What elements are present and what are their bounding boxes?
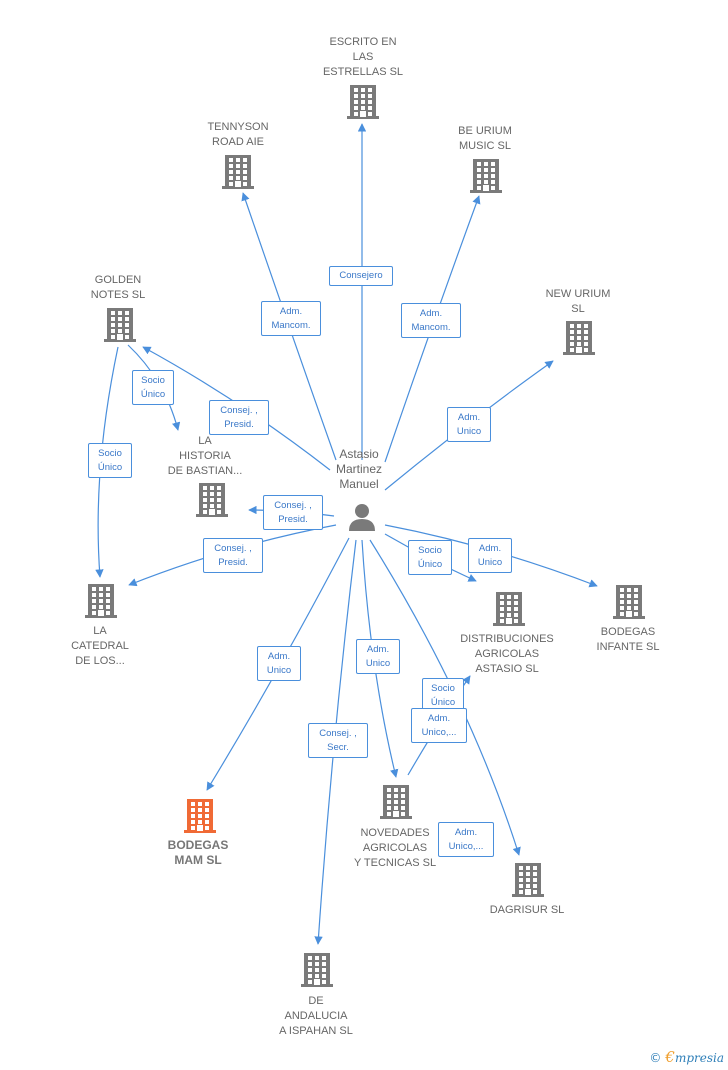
edges-layer: [95, 123, 598, 945]
building-icon-golden[interactable]: [104, 308, 136, 342]
edge-label-beurium[interactable]: Adm. Mancom.: [401, 303, 461, 338]
node-label-beurium[interactable]: BE URIUM MUSIC SL: [458, 125, 512, 152]
edge-label-bodegasinfante[interactable]: Adm. Unico: [468, 538, 512, 573]
building-icon-novedades[interactable]: [380, 785, 412, 819]
node-label-dagrisur[interactable]: DAGRISUR SL: [489, 904, 565, 916]
empresia-logo-text: mpresia: [674, 1051, 724, 1065]
node-label-andalucia[interactable]: DE ANDALUCIA A ISPAHAN SL: [279, 995, 353, 1037]
edge-label-dagrisur[interactable]: Adm. Unico,...: [438, 822, 494, 857]
edge-label-andalucia[interactable]: Consej. , Secr.: [308, 723, 368, 758]
building-icon-distribuciones[interactable]: [493, 592, 525, 626]
node-label-escrito[interactable]: ESCRITO EN LAS ESTRELLAS SL: [322, 36, 404, 78]
node-label-bodegasinfante[interactable]: BODEGAS INFANTE SL: [596, 626, 660, 653]
edge-label-golden[interactable]: Consej. , Presid.: [209, 400, 269, 435]
node-label-catedral[interactable]: LA CATEDRAL DE LOS...: [71, 625, 129, 667]
node-label-bodegasmam[interactable]: BODEGAS MAM SL: [167, 838, 229, 867]
building-icon-bodegasmam[interactable]: [184, 799, 216, 833]
node-label-novedades[interactable]: NOVEDADES AGRICOLAS Y TECNICAS SL: [353, 827, 437, 869]
icons-layer: [85, 85, 645, 987]
edge-label-golden-catedral[interactable]: Socio Único: [88, 443, 132, 478]
edge-label-escrito[interactable]: Consejero: [329, 266, 393, 286]
footer-brand: ©€mpresia: [649, 1048, 724, 1066]
edge-label-novedades-distrib-socio[interactable]: Socio Único: [422, 678, 464, 713]
building-icon-dagrisur[interactable]: [512, 863, 544, 897]
edge-label-newurium[interactable]: Adm. Unico: [447, 407, 491, 442]
building-icon-tennyson[interactable]: [222, 155, 254, 189]
node-label-newurium[interactable]: NEW URIUM SL: [545, 288, 611, 315]
center-person-label[interactable]: Astasio Martinez Manuel: [335, 447, 382, 491]
edge-label-golden-historia[interactable]: Socio Único: [132, 370, 174, 405]
building-icon-newurium[interactable]: [563, 321, 595, 355]
edge-label-historia[interactable]: Consej. , Presid.: [263, 495, 323, 530]
building-icon-historia[interactable]: [196, 483, 228, 517]
building-icon-escrito[interactable]: [347, 85, 379, 119]
building-icon-bodegasinfante[interactable]: [613, 585, 645, 619]
building-icon-andalucia[interactable]: [301, 953, 333, 987]
person-icon[interactable]: [349, 504, 375, 531]
edge-label-novedades-distrib-adm[interactable]: Adm. Unico,...: [411, 708, 467, 743]
node-label-historia[interactable]: LA HISTORIA DE BASTIAN...: [167, 435, 243, 477]
empresia-logo-e: €: [665, 1048, 675, 1066]
edge-label-novedades[interactable]: Adm. Unico: [356, 639, 400, 674]
building-icon-beurium[interactable]: [470, 159, 502, 193]
edge-label-bodegasmam[interactable]: Adm. Unico: [257, 646, 301, 681]
edge-label-tennyson[interactable]: Adm. Mancom.: [261, 301, 321, 336]
copyright-icon: ©: [649, 1051, 662, 1065]
node-label-distribuciones[interactable]: DISTRIBUCIONES AGRICOLAS ASTASIO SL: [460, 633, 554, 675]
node-label-tennyson[interactable]: TENNYSON ROAD AIE: [207, 121, 269, 148]
building-icon-catedral[interactable]: [85, 584, 117, 618]
node-label-golden[interactable]: GOLDEN NOTES SL: [90, 274, 146, 301]
edge-label-catedral[interactable]: Consej. , Presid.: [203, 538, 263, 573]
edge-label-distribuciones[interactable]: Socio Único: [408, 540, 452, 575]
